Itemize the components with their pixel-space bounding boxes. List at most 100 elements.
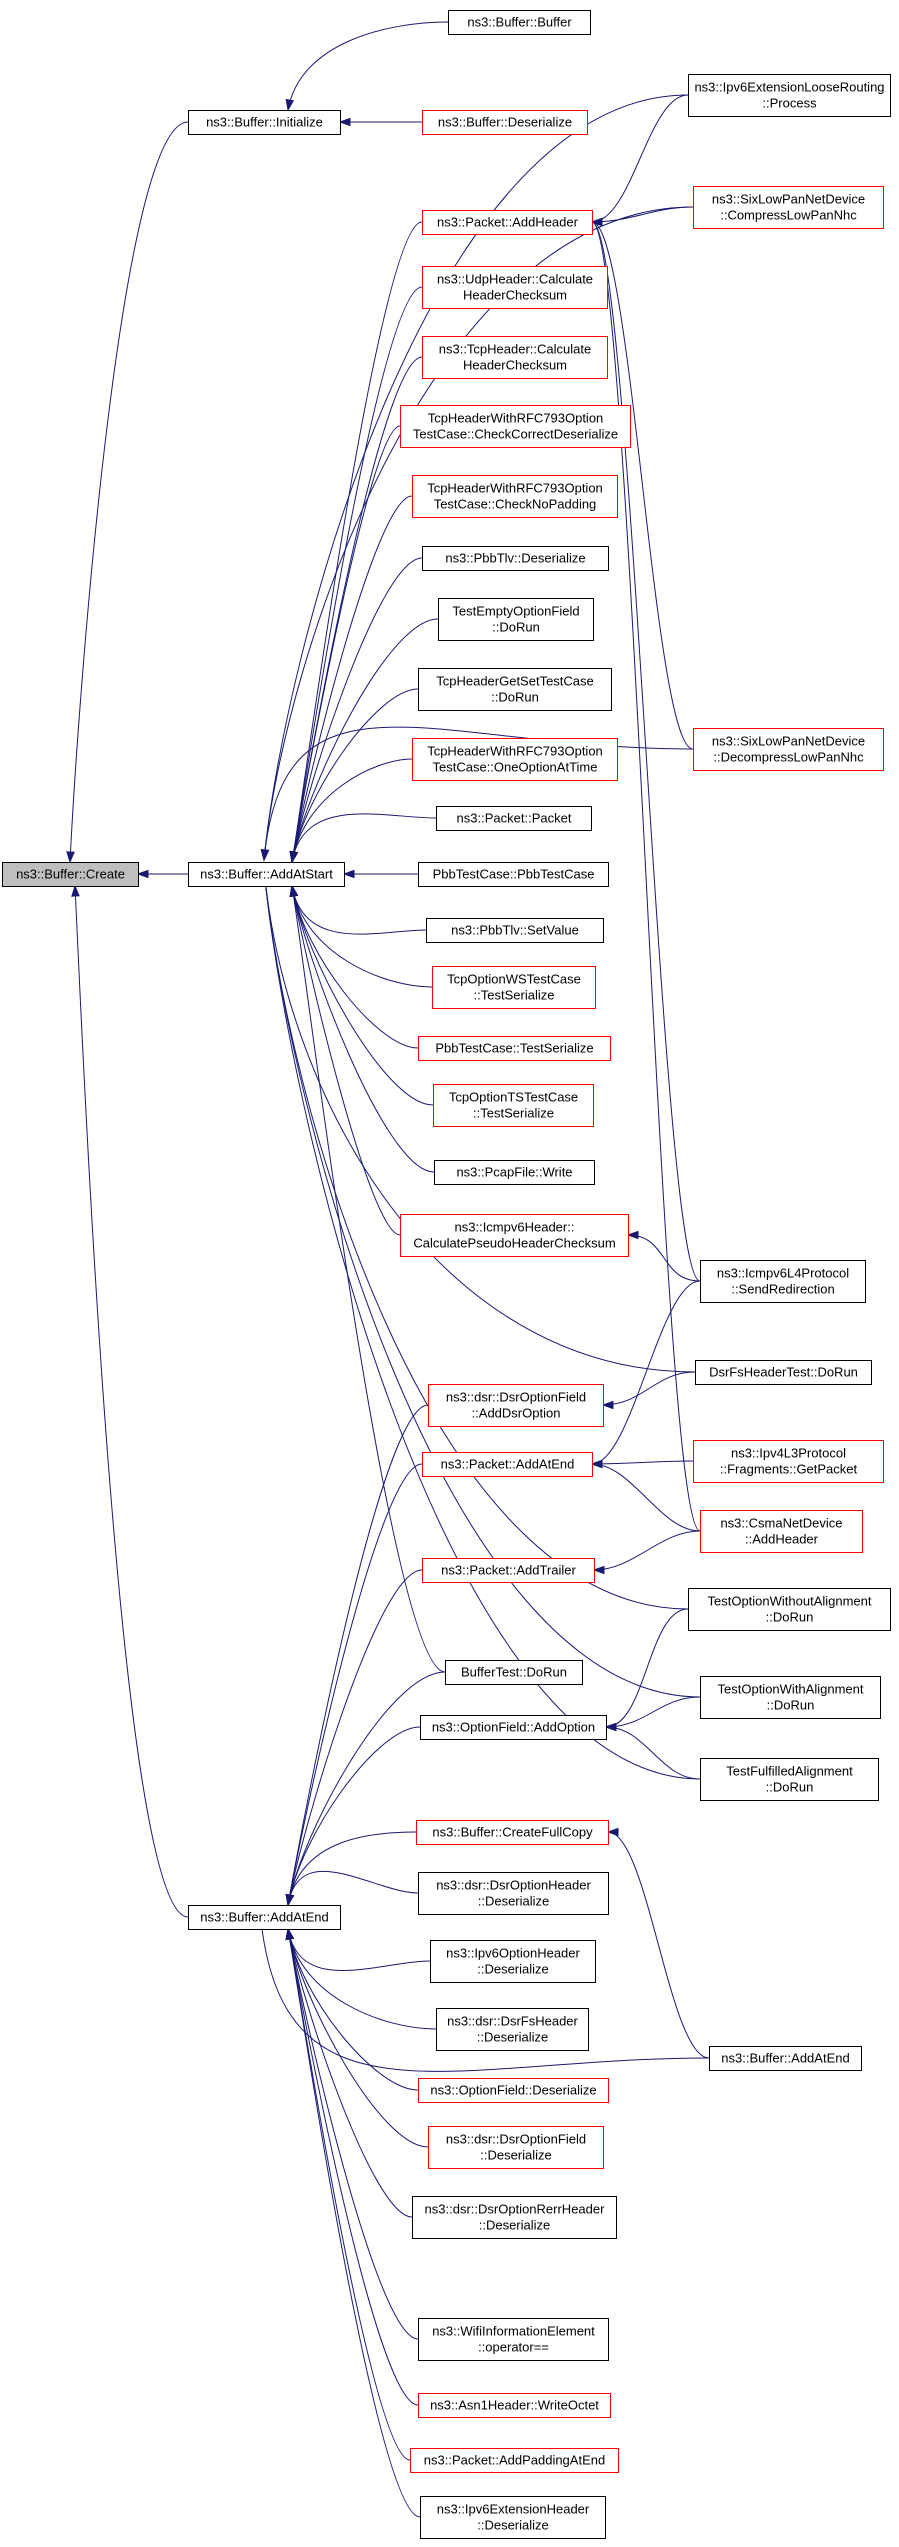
node-label-wifi_operator-1: ::operator== (478, 2340, 549, 2355)
node-wifi_operator[interactable]: ns3::WifiInformationElement::operator== (418, 2318, 609, 2361)
node-label-udp_checksum-0: ns3::UdpHeader::Calculate (437, 272, 593, 287)
edge-test_with_align-to-addatstart (263, 867, 701, 1698)
node-test_without_align[interactable]: TestOptionWithoutAlignment::DoRun (688, 1588, 891, 1631)
edge-icmpv6l4_redirect-to-icmpv6_pseudo (627, 1234, 701, 1282)
arrowhead-buffer_ctor-to-initialize (285, 98, 295, 112)
arrowhead-buffer_deserialize-to-initialize (338, 117, 351, 127)
node-csma_addheader[interactable]: ns3::CsmaNetDevice::AddHeader (700, 1510, 863, 1553)
node-label-tcp_checksum-0: ns3::TcpHeader::Calculate (439, 342, 591, 357)
node-label-test_without_align-1: ::DoRun (766, 1610, 814, 1625)
node-dsr_optionheader_deser[interactable]: ns3::dsr::DsrOptionHeader::Deserialize (418, 1872, 609, 1915)
node-addatend[interactable]: ns3::Buffer::AddAtEnd (188, 1905, 341, 1930)
node-ipv6ext_deser[interactable]: ns3::Ipv6ExtensionHeader::Deserialize (420, 2496, 606, 2539)
node-dsr_adddsroption[interactable]: ns3::dsr::DsrOptionField::AddDsrOption (428, 1384, 604, 1427)
node-box-tcpgetset (418, 668, 612, 711)
node-buffer_deserialize[interactable]: ns3::Buffer::Deserialize (422, 110, 588, 135)
node-box-buffer_deserialize (422, 110, 588, 135)
node-label-initialize-0: ns3::Buffer::Initialize (206, 115, 323, 130)
node-label-dsrrerr_deser-1: ::Deserialize (479, 2218, 551, 2233)
edge-dsrfstest-to-addatstart (263, 867, 696, 1373)
arrowhead-csma_addheader-to-packet_addtrailer (592, 1565, 605, 1575)
node-label-dsrfs_deser-1: ::Deserialize (477, 2030, 549, 2045)
node-ipv6option_deser[interactable]: ns3::Ipv6OptionHeader::Deserialize (430, 1940, 596, 1983)
node-tcpgetset[interactable]: TcpHeaderGetSetTestCase::DoRun (418, 668, 612, 711)
node-label-dsroptionfield_deser-0: ns3::dsr::DsrOptionField (446, 2132, 586, 2147)
edge-buffer_addatend2-to-addatend (259, 1910, 710, 2072)
node-label-test_fulfilled-0: TestFulfilledAlignment (726, 1764, 853, 1779)
node-rfc_oneoption[interactable]: TcpHeaderWithRFC793OptionTestCase::OneOp… (412, 738, 618, 781)
node-packet_addatend[interactable]: ns3::Packet::AddAtEnd (422, 1452, 593, 1477)
node-test_with_align[interactable]: TestOptionWithAlignment::DoRun (700, 1676, 881, 1719)
node-asn1_writeoctet[interactable]: ns3::Asn1Header::WriteOctet (418, 2393, 611, 2418)
node-icmpv6l4_redirect[interactable]: ns3::Icmpv6L4Protocol::SendRedirection (700, 1260, 866, 1303)
node-box-ipv6option_deser (430, 1940, 596, 1983)
edge-ipv6option_deser-to-addatend (287, 1928, 431, 1971)
node-label-packet_ctor-0: ns3::Packet::Packet (457, 811, 572, 826)
arrowhead-csma_addheader-to-packet_addatend (590, 1459, 603, 1469)
node-label-rfc_correct-0: TcpHeaderWithRFC793Option (428, 411, 604, 426)
node-label-ipv6ext_deser-1: ::Deserialize (477, 2518, 549, 2533)
node-optionfield_deser[interactable]: ns3::OptionField::Deserialize (418, 2078, 609, 2103)
edge-initialize-to-create (69, 121, 189, 863)
node-packet_addtrailer[interactable]: ns3::Packet::AddTrailer (422, 1558, 595, 1583)
node-label-buffer_deserialize-0: ns3::Buffer::Deserialize (438, 115, 572, 130)
node-packet_addheader[interactable]: ns3::Packet::AddHeader (422, 210, 593, 235)
node-ipv4l3_getpacket[interactable]: ns3::Ipv4L3Protocol::Fragments::GetPacke… (693, 1440, 884, 1483)
node-buffer_addatend2[interactable]: ns3::Buffer::AddAtEnd (709, 2046, 862, 2071)
node-label-sixlowpan_compress-0: ns3::SixLowPanNetDevice (712, 192, 865, 207)
node-label-asn1_writeoctet-0: ns3::Asn1Header::WriteOctet (430, 2398, 599, 2413)
node-pbbtlv_setvalue[interactable]: ns3::PbbTlv::SetValue (426, 918, 604, 943)
node-pbb_testserialize[interactable]: PbbTestCase::TestSerialize (418, 1036, 611, 1061)
node-createfullcopy[interactable]: ns3::Buffer::CreateFullCopy (416, 1820, 609, 1845)
node-box-rfc_correct (400, 405, 631, 448)
node-testempty[interactable]: TestEmptyOptionField::DoRun (438, 598, 594, 641)
arrowhead-addatend-to-create (71, 884, 80, 897)
node-sixlowpan_compress[interactable]: ns3::SixLowPanNetDevice::CompressLowPanN… (693, 186, 884, 229)
node-ipv6loose[interactable]: ns3::Ipv6ExtensionLooseRouting::Process (688, 74, 891, 117)
edge-icmpv6l4_redirect-to-packet_addheader (591, 221, 701, 1282)
node-box-rfc_nopadding (412, 475, 618, 518)
edges-layer (66, 21, 710, 2518)
node-box-create (2, 862, 139, 887)
node-box-wifi_operator (418, 2318, 609, 2361)
node-tcpws[interactable]: TcpOptionWSTestCase::TestSerialize (432, 966, 596, 1009)
node-sixlowpan_decompress[interactable]: ns3::SixLowPanNetDevice::DecompressLowPa… (693, 728, 884, 771)
node-rfc_nopadding[interactable]: TcpHeaderWithRFC793OptionTestCase::Check… (412, 475, 618, 518)
node-pbbtlv_deserialize[interactable]: ns3::PbbTlv::Deserialize (422, 546, 609, 571)
node-dsrfs_deser[interactable]: ns3::dsr::DsrFsHeader::Deserialize (436, 2008, 589, 2051)
node-rfc_correct[interactable]: TcpHeaderWithRFC793OptionTestCase::Check… (400, 405, 631, 448)
edge-packet_addatend-to-addatend (287, 1463, 423, 1906)
node-tcpts[interactable]: TcpOptionTSTestCase::TestSerialize (433, 1084, 594, 1127)
node-label-icmpv6_pseudo-0: ns3::Icmpv6Header:: (455, 1220, 575, 1235)
node-packet_ctor[interactable]: ns3::Packet::Packet (436, 806, 592, 831)
node-label-tcpts-1: ::TestSerialize (473, 1106, 554, 1121)
node-test_fulfilled[interactable]: TestFulfilledAlignment::DoRun (700, 1758, 879, 1801)
node-dsroptionfield_deser[interactable]: ns3::dsr::DsrOptionField::Deserialize (428, 2126, 604, 2169)
node-optionfield_addoption[interactable]: ns3::OptionField::AddOption (420, 1715, 607, 1740)
node-label-packet_addtrailer-0: ns3::Packet::AddTrailer (441, 1563, 576, 1578)
node-pcap_write[interactable]: ns3::PcapFile::Write (434, 1160, 595, 1185)
edge-rfc_nopadding-to-addatstart (291, 495, 413, 863)
edge-tcpws-to-addatstart (291, 885, 433, 988)
node-addatstart[interactable]: ns3::Buffer::AddAtStart (188, 862, 345, 887)
node-dsrfstest[interactable]: DsrFsHeaderTest::DoRun (695, 1360, 872, 1385)
node-label-tcp_checksum-1: HeaderChecksum (463, 358, 567, 373)
node-initialize[interactable]: ns3::Buffer::Initialize (188, 110, 341, 135)
node-label-testempty-1: ::DoRun (492, 620, 540, 635)
node-icmpv6_pseudo[interactable]: ns3::Icmpv6Header::CalculatePseudoHeader… (400, 1214, 629, 1257)
node-buffer_ctor[interactable]: ns3::Buffer::Buffer (448, 10, 591, 35)
arrowhead-pbbtestcase_ctor-to-addatstart (342, 869, 355, 879)
node-packet_addpadding[interactable]: ns3::Packet::AddPaddingAtEnd (410, 2448, 619, 2473)
node-label-sixlowpan_compress-1: ::CompressLowPanNhc (720, 208, 857, 223)
edge-csma_addheader-to-packet_addtrailer (593, 1530, 701, 1571)
node-box-buffer_ctor (448, 10, 591, 35)
node-pbbtestcase_ctor[interactable]: PbbTestCase::PbbTestCase (418, 862, 609, 887)
node-box-tcpws (432, 966, 596, 1009)
node-buffertest[interactable]: BufferTest::DoRun (445, 1660, 583, 1685)
arrowhead-buffer_addatend2-to-createfullcopy (606, 1827, 619, 1837)
node-box-tcp_checksum (422, 336, 608, 379)
node-label-dsr_adddsroption-0: ns3::dsr::DsrOptionField (446, 1390, 586, 1405)
node-dsrrerr_deser[interactable]: ns3::dsr::DsrOptionRerrHeader::Deseriali… (412, 2196, 617, 2239)
